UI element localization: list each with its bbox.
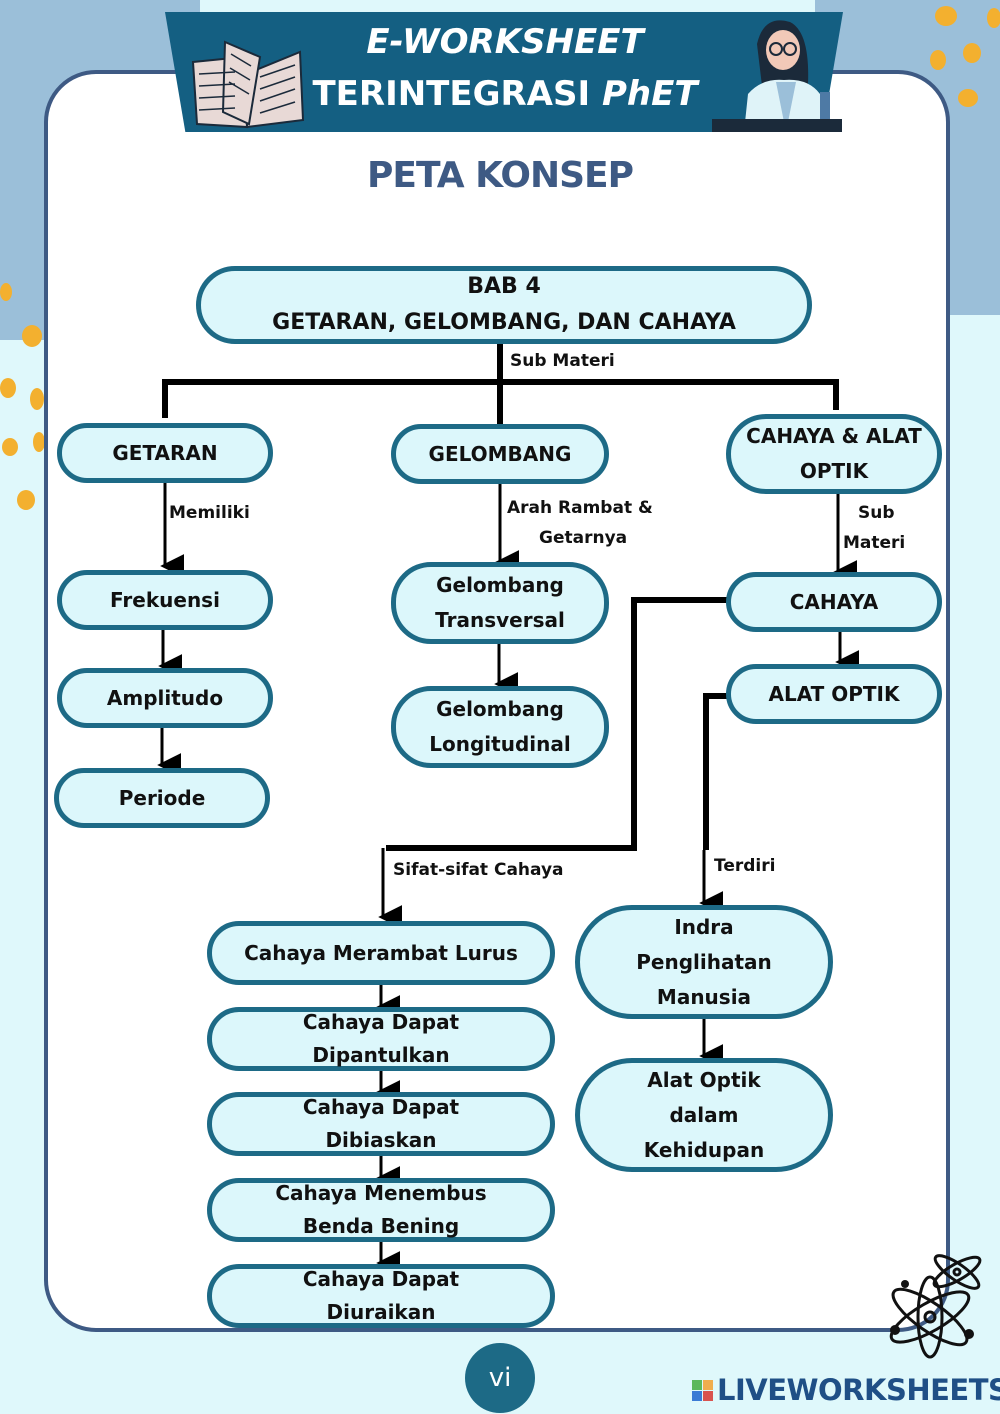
node-dipantulkan-line2: Dipantulkan	[312, 1043, 450, 1067]
node-indra-penglihatan: Indra Penglihatan Manusia	[575, 905, 833, 1019]
decor-dot	[930, 50, 946, 70]
node-cahaya-alat-optik: CAHAYA & ALAT OPTIK	[726, 414, 942, 494]
open-book-icon	[191, 40, 305, 129]
node-getaran-label: GETARAN	[112, 440, 218, 465]
node-menembus-line1: Cahaya Menembus	[275, 1181, 487, 1205]
edge-label-memiliki: Memiliki	[169, 503, 250, 523]
edge-label-arah-rambat-1: Arah Rambat &	[507, 498, 653, 518]
edge-label-materi: Materi	[843, 533, 906, 553]
node-menembus-line2: Benda Bening	[302, 1214, 460, 1238]
edge-label-terdiri: Terdiri	[714, 856, 776, 876]
node-menembus: Cahaya Menembus Benda Bening	[207, 1178, 555, 1242]
node-frekuensi-label: Frekuensi	[110, 587, 220, 612]
node-alat-optik: ALAT OPTIK	[726, 664, 942, 724]
node-gelombang: GELOMBANG	[391, 424, 609, 484]
node-cahaya: CAHAYA	[726, 572, 942, 632]
edge-label-sifat-cahaya: Sifat-sifat Cahaya	[393, 860, 564, 880]
node-alat-kehidupan-line2: dalam	[669, 1102, 739, 1127]
node-merambat-lurus: Cahaya Merambat Lurus	[207, 921, 555, 985]
decor-dot	[2, 438, 18, 456]
node-dipantulkan: Cahaya Dapat Dipantulkan	[207, 1007, 555, 1071]
node-alat-optik-label: ALAT OPTIK	[768, 681, 900, 706]
node-periode-label: Periode	[118, 785, 206, 810]
decor-dot	[22, 325, 42, 347]
node-gelombang-longitudinal-line2: Longitudinal	[429, 732, 571, 756]
node-cahaya-alat-optik-line2: OPTIK	[799, 459, 869, 483]
node-root-line1: BAB 4	[467, 274, 541, 299]
node-getaran: GETARAN	[57, 423, 273, 483]
header-title-prefix: TERINTEGRASI	[312, 74, 602, 114]
liveworksheets-brand[interactable]: LIVEWORKSHEETS	[692, 1373, 1000, 1407]
page-title: PETA KONSEP	[366, 155, 634, 196]
node-cahaya-label: CAHAYA	[789, 589, 879, 614]
edge-label-arah-rambat-2: Getarnya	[539, 528, 628, 548]
decor-dot	[958, 89, 978, 107]
node-dipantulkan-line1: Cahaya Dapat	[302, 1010, 460, 1034]
node-alat-optik-kehidupan: Alat Optik dalam Kehidupan	[575, 1058, 833, 1172]
decor-dot	[33, 432, 45, 452]
edge-alatoptik-terdiri	[703, 693, 728, 850]
node-alat-kehidupan-line3: Kehidupan	[643, 1137, 765, 1162]
node-indra-line3: Manusia	[656, 984, 752, 1009]
node-gelombang-transversal: Gelombang Transversal	[391, 562, 609, 644]
node-gelombang-transversal-line2: Transversal	[435, 608, 565, 632]
decor-dot	[17, 490, 35, 510]
liveworksheets-brand-text: LIVEWORKSHEETS	[717, 1373, 1000, 1407]
node-indra-line1: Indra	[674, 914, 734, 939]
node-frekuensi: Frekuensi	[57, 570, 273, 630]
node-gelombang-longitudinal-line1: Gelombang	[436, 697, 564, 721]
decor-dot	[0, 283, 12, 301]
node-dibiaskan-line1: Cahaya Dapat	[302, 1095, 460, 1119]
page-number-badge: vi	[465, 1343, 535, 1413]
node-indra-line2: Penglihatan	[636, 949, 772, 974]
header-title-line1: E-WORKSHEET	[366, 22, 644, 62]
decor-dot	[935, 6, 957, 26]
node-gelombang-label: GELOMBANG	[428, 441, 572, 466]
node-root: BAB 4 GETARAN, GELOMBANG, DAN CAHAYA	[196, 266, 812, 344]
edge-label-sub-materi: Sub Materi	[510, 351, 615, 371]
node-gelombang-transversal-line1: Gelombang	[436, 573, 564, 597]
node-dibiaskan: Cahaya Dapat Dibiaskan	[207, 1092, 555, 1156]
page-number: vi	[488, 1363, 512, 1393]
decor-dot	[987, 8, 1000, 28]
node-alat-kehidupan-line1: Alat Optik	[647, 1067, 761, 1092]
decor-dot	[30, 388, 44, 410]
node-amplitudo-label: Amplitudo	[106, 685, 224, 710]
scientist-illustration-icon	[712, 20, 842, 132]
decor-dot	[0, 378, 16, 398]
node-gelombang-longitudinal: Gelombang Longitudinal	[391, 686, 609, 768]
node-diuraikan-line2: Diuraikan	[326, 1300, 436, 1324]
edge-label-sub: Sub	[858, 503, 895, 523]
node-cahaya-alat-optik-line1: CAHAYA & ALAT	[746, 424, 922, 448]
node-merambat-lurus-label: Cahaya Merambat Lurus	[244, 940, 518, 965]
node-amplitudo: Amplitudo	[57, 668, 273, 728]
node-dibiaskan-line2: Dibiaskan	[325, 1128, 437, 1152]
node-periode: Periode	[54, 768, 270, 828]
node-root-line2: GETARAN, GELOMBANG, DAN CAHAYA	[272, 310, 736, 335]
header-title-emphasis: PhET	[601, 74, 698, 114]
header-title-line2: TERINTEGRASI PhET	[290, 74, 720, 114]
decor-dot	[963, 43, 981, 63]
node-diuraikan: Cahaya Dapat Diuraikan	[207, 1264, 555, 1328]
edge-cahaya-sifat	[386, 597, 728, 851]
liveworksheets-logo-icon	[692, 1379, 713, 1401]
node-diuraikan-line1: Cahaya Dapat	[302, 1267, 460, 1291]
atom-icon	[889, 1254, 982, 1359]
